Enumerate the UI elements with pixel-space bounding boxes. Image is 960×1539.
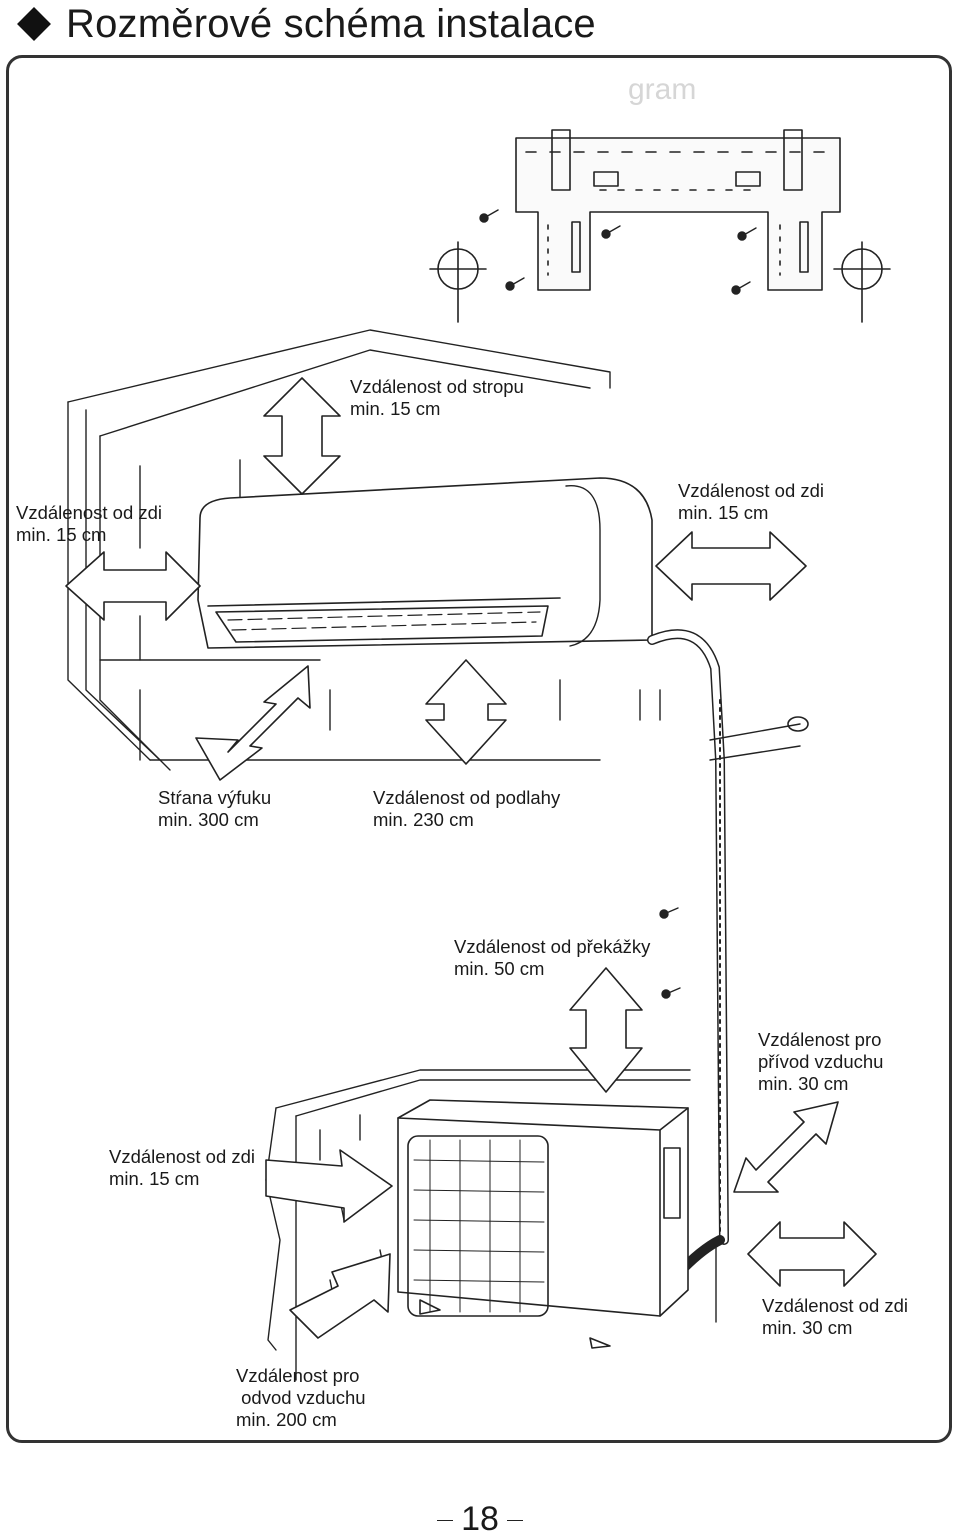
arrow-exhaust (195, 665, 311, 781)
arrow-air-intake (733, 1101, 839, 1193)
outdoor-unit (397, 1099, 689, 1349)
screw-icon (479, 209, 757, 295)
arrow-outdoor-wall-right (747, 1221, 877, 1287)
page-title: Rozměrové schéma instalace (66, 1, 596, 46)
arrow-floor (425, 659, 507, 765)
fan-grille (413, 1139, 545, 1313)
mounting-plate (515, 129, 841, 291)
arrow-obstacle (569, 967, 643, 1093)
arrow-ceiling (263, 377, 341, 495)
refrigerant-pipe (647, 629, 809, 1323)
wall-hole-left (429, 241, 487, 323)
arrow-wall-right (655, 531, 807, 601)
arrow-outdoor-wall-left (265, 1149, 393, 1223)
diagram-frame (6, 55, 952, 1443)
page-number: 18 (0, 1500, 960, 1539)
clearance-arrows (65, 377, 877, 1339)
indoor-unit (197, 477, 653, 649)
arrow-wall-left (65, 551, 201, 621)
screw-icon (659, 907, 681, 999)
arrow-air-outlet (289, 1253, 391, 1339)
watermark: gram (628, 73, 697, 106)
page-header: Rozměrové schéma instalace (8, 0, 596, 48)
wall-hole-right (833, 241, 891, 323)
room-walls (67, 329, 661, 771)
